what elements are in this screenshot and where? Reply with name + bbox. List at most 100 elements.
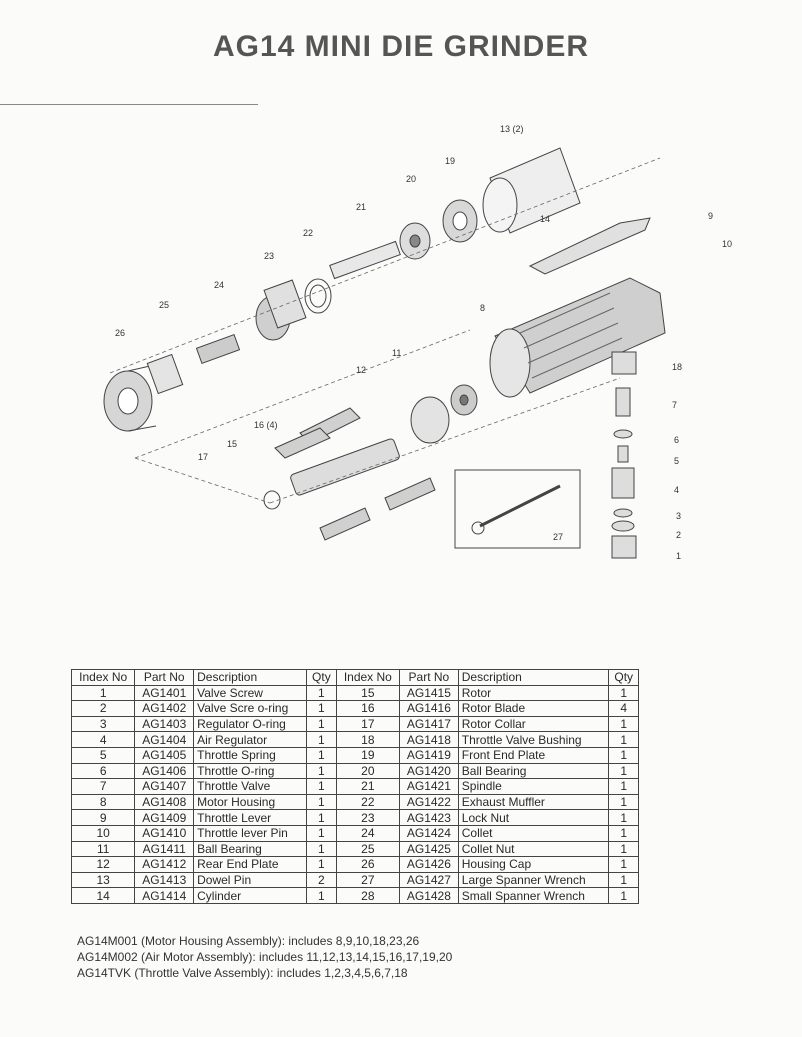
table-cell: 1 <box>306 856 337 873</box>
callout-label: 22 <box>303 228 313 238</box>
callout-label: 9 <box>708 211 713 221</box>
table-cell: 3 <box>70 715 136 733</box>
table-cell: 27 <box>335 871 401 889</box>
table-header-row: Index No Part No Description Qty Index N… <box>70 669 639 686</box>
parts-table: Index No Part No Description Qty Index N… <box>70 669 639 904</box>
callout-label: 20 <box>406 174 416 184</box>
column-header: Index No <box>335 669 401 686</box>
table-cell: Lock Nut <box>457 809 610 826</box>
table-cell: 26 <box>335 856 401 873</box>
column-header: Qty <box>608 669 639 686</box>
table-cell: 22 <box>335 793 401 811</box>
table-cell: AG1423 <box>399 809 459 826</box>
table-cell: Exhaust Muffler <box>457 793 610 811</box>
spindle-part <box>329 240 401 280</box>
callout-label: 27 <box>553 532 563 542</box>
callout-label: 12 <box>356 365 366 375</box>
table-cell: Small Spanner Wrench <box>457 887 610 904</box>
callout-label: 5 <box>674 456 679 466</box>
table-cell: 1 <box>306 809 337 826</box>
exploded-parts-diagram: 13 (2) 19 20 14 9 21 22 10 23 24 25 8 26… <box>103 124 732 561</box>
callout-label: 17 <box>198 452 208 462</box>
table-cell: 1 <box>70 684 136 702</box>
table-cell: 1 <box>608 778 639 795</box>
table-cell: 1 <box>608 793 639 811</box>
table-cell: 4 <box>70 731 136 748</box>
callout-label: 21 <box>356 202 366 212</box>
table-cell: 28 <box>335 887 401 904</box>
table-cell: 7 <box>70 778 136 795</box>
table-cell: 25 <box>335 840 401 858</box>
cylinder-part <box>482 147 581 234</box>
column-header: Index No <box>70 669 136 686</box>
table-cell: AG1416 <box>399 700 459 717</box>
table-cell: AG1408 <box>134 793 195 811</box>
callout-label: 3 <box>676 511 681 521</box>
table-cell: Throttle Valve <box>193 778 308 795</box>
callout-label: 8 <box>480 303 485 313</box>
table-cell: Throttle O-ring <box>193 762 308 780</box>
assembly-notes: AG14M001 (Motor Housing Assembly): inclu… <box>77 933 452 981</box>
table-cell: 1 <box>608 887 639 904</box>
table-cell: AG1421 <box>399 778 459 795</box>
table-cell: Throttle Valve Bushing <box>457 731 610 748</box>
collet-nut-part <box>146 353 184 395</box>
table-cell: 1 <box>306 824 337 842</box>
page-title: AG14 MINI DIE GRINDER <box>212 30 590 63</box>
table-cell: Rear End Plate <box>193 856 308 873</box>
table-cell: Valve Scre o-ring <box>193 700 308 717</box>
table-cell: 16 <box>335 700 401 717</box>
table-cell: 1 <box>306 700 337 717</box>
table-cell: 24 <box>335 824 401 842</box>
table-cell: 1 <box>306 840 337 858</box>
callout-label: 26 <box>115 328 125 338</box>
callout-label: 24 <box>214 280 224 290</box>
table-cell: 21 <box>335 778 401 795</box>
table-cell: Front End Plate <box>457 746 610 764</box>
table-cell: AG1425 <box>399 840 459 858</box>
exhaust-muffler-part <box>304 278 332 314</box>
table-cell: 1 <box>306 746 337 764</box>
ball-bearing-part-20 <box>399 222 431 260</box>
table-cell: 12 <box>70 856 136 873</box>
table-cell: 1 <box>608 762 639 780</box>
table-cell: AG1403 <box>134 715 195 733</box>
column-header: Part No <box>399 669 459 686</box>
table-cell: Spindle <box>457 778 610 795</box>
callout-labels: 13 (2) 19 20 14 9 21 22 10 23 24 25 8 26… <box>115 124 732 561</box>
table-cell: 1 <box>306 762 337 780</box>
table-cell: Rotor Collar <box>457 715 610 733</box>
table-cell: 8 <box>70 793 136 811</box>
table-cell: 1 <box>608 746 639 764</box>
table-cell: 9 <box>70 809 136 826</box>
table-cell: 1 <box>608 856 639 873</box>
table-cell: Ball Bearing <box>457 762 610 780</box>
table-cell: Throttle lever Pin <box>193 824 308 842</box>
table-cell: 1 <box>306 715 337 733</box>
table-cell: 23 <box>335 809 401 826</box>
table-cell: 6 <box>70 762 136 780</box>
table-cell: Large Spanner Wrench <box>457 871 610 889</box>
callout-label: 13 (2) <box>500 124 524 134</box>
table-cell: 4 <box>608 700 639 717</box>
table-cell: 1 <box>608 871 639 889</box>
table-cell: 17 <box>335 715 401 733</box>
table-cell: 1 <box>306 684 337 702</box>
table-cell: 1 <box>608 684 639 702</box>
callout-label: 1 <box>676 551 681 561</box>
callout-label: 10 <box>722 239 732 249</box>
table-cell: 1 <box>608 731 639 748</box>
table-cell: Housing Cap <box>457 856 610 873</box>
table-cell: 15 <box>335 684 401 702</box>
table-cell: 1 <box>306 778 337 795</box>
table-cell: Dowel Pin <box>193 871 308 889</box>
callout-label: 15 <box>227 439 237 449</box>
